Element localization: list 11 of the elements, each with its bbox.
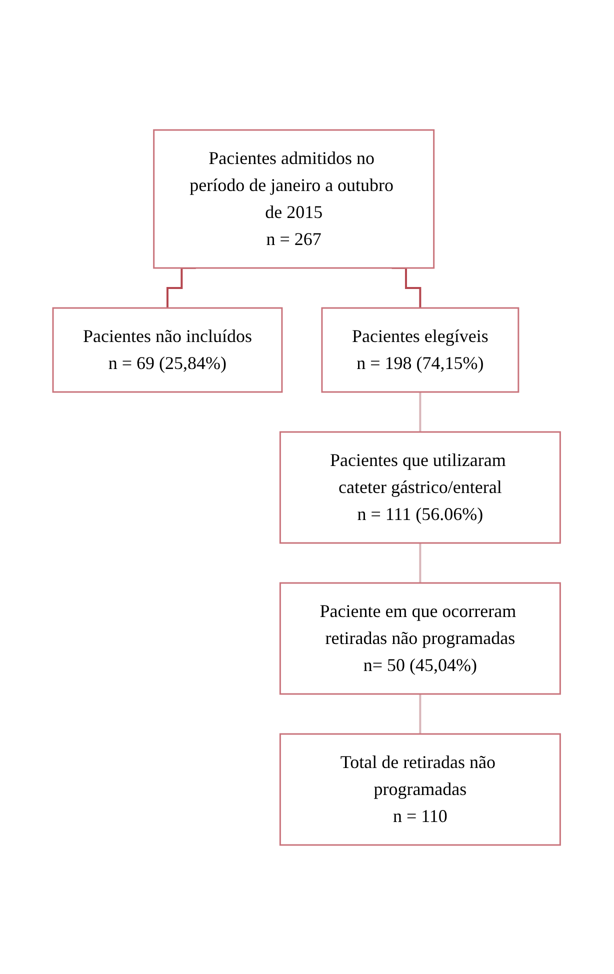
node-box: Pacientes elegíveis n = 198 (74,15%) bbox=[322, 306, 520, 392]
node-box: Total de retiradas não programadas n = 110 bbox=[280, 732, 562, 846]
node-box: Pacientes admitidos no período de janeiro a outubro de 2015 n = 267 bbox=[154, 128, 435, 268]
connector bbox=[420, 692, 422, 734]
node-box: Pacientes que utilizaram cateter gástrico/enteral n = 111 (56.06%) bbox=[280, 430, 562, 544]
connector bbox=[166, 266, 196, 308]
connector bbox=[420, 542, 422, 584]
connector bbox=[420, 390, 422, 432]
node-box: Paciente em que ocorreram retiradas não programadas n= 50 (45,04%) bbox=[280, 582, 562, 694]
connector bbox=[392, 266, 422, 308]
node-box: Pacientes não incluídos n = 69 (25,84%) bbox=[52, 306, 284, 392]
